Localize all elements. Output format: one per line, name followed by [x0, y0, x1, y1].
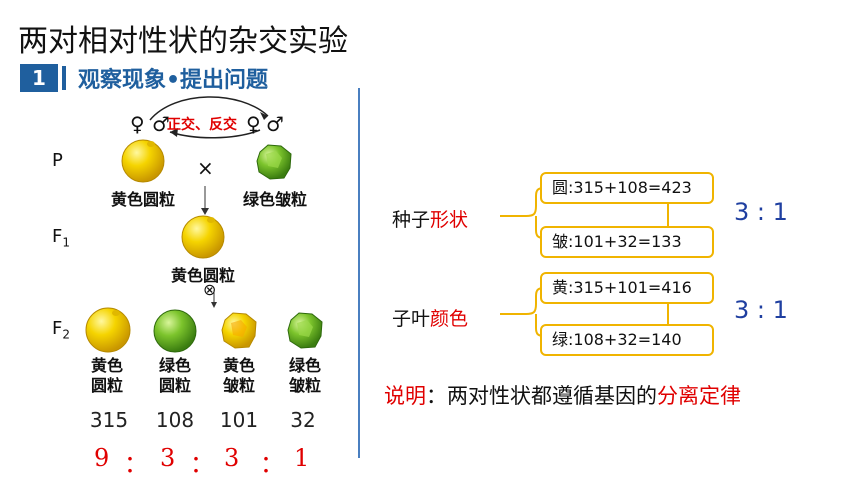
page-title: 两对相对性状的杂交实验	[18, 24, 348, 59]
f2-green-wrinkled-pea-icon	[287, 312, 323, 349]
f2-green-round-pea-icon	[153, 309, 197, 353]
ratio-value-1: 9	[94, 444, 110, 472]
seed-shape-ratio: 3 : 1	[734, 198, 788, 226]
cotyledon-color-ratio: 3 : 1	[734, 296, 788, 324]
f2-count-1: 315	[89, 408, 129, 432]
generation-p-label: P	[52, 150, 63, 171]
ratio-separator-2: ：	[190, 450, 214, 478]
seed-shape-label: 种子形状	[392, 209, 469, 231]
f2-count-4: 32	[290, 408, 316, 432]
f2-label-2: 绿色圆粒	[158, 356, 191, 395]
section-number-badge: 1	[20, 64, 58, 92]
ratio-value-2: 3	[160, 444, 176, 472]
seed-wrinkled-count-box: 皱:101+32=133	[540, 226, 714, 258]
female-symbol-left: ♀	[130, 112, 145, 136]
f2-label-4: 绿色皱粒	[288, 356, 321, 395]
reciprocal-cross-arrows	[149, 96, 269, 139]
seed-round-count-box: 圆:315+108=423	[540, 172, 714, 204]
cotyledon-color-label: 子叶颜色	[392, 308, 469, 330]
f1-yellow-round-pea-icon	[181, 215, 225, 259]
section-title: 观察现象•提出问题	[78, 68, 269, 93]
f2-label-3: 黄色皱粒	[222, 356, 255, 395]
section-vertical-divider	[358, 88, 360, 458]
f2-label-1: 黄色圆粒	[90, 356, 123, 395]
arrow-p-to-f1	[201, 186, 209, 215]
reciprocal-cross-label: 正交、反交	[167, 117, 237, 133]
conclusion-note: 说明：两对性状都遵循基因的分离定律	[384, 384, 741, 408]
male-symbol-left: ♂	[152, 112, 170, 136]
male-symbol-right: ♂	[266, 112, 284, 136]
ratio-separator-3: ：	[260, 450, 284, 478]
green-wrinkled-pea-icon	[256, 144, 292, 180]
f2-yellow-wrinkled-pea-icon	[221, 312, 257, 349]
yellow-round-pea-icon	[121, 139, 165, 183]
parent-right-label: 绿色皱粒	[242, 190, 307, 209]
cotyledon-yellow-count-box: 黄:315+101=416	[540, 272, 714, 304]
parent-left-label: 黄色圆粒	[110, 190, 175, 209]
generation-f1-label: F1	[52, 226, 70, 250]
cotyledon-green-count-box: 绿:108+32=140	[540, 324, 714, 356]
ratio-value-3: 3	[224, 444, 240, 472]
cross-times-symbol: ×	[197, 156, 214, 180]
f1-label: 黄色圆粒	[170, 266, 235, 285]
f2-yellow-round-pea-icon	[85, 307, 131, 353]
female-symbol-right: ♀	[246, 112, 261, 136]
generation-f2-label: F2	[52, 318, 70, 342]
ratio-separator-1: ：	[124, 450, 148, 478]
f2-count-2: 108	[155, 408, 195, 432]
arrow-f1-to-f2	[211, 290, 217, 308]
section-divider	[62, 66, 66, 90]
ratio-value-4: 1	[294, 444, 310, 472]
self-cross-symbol: ⊗	[203, 280, 217, 299]
f2-count-3: 101	[219, 408, 259, 432]
